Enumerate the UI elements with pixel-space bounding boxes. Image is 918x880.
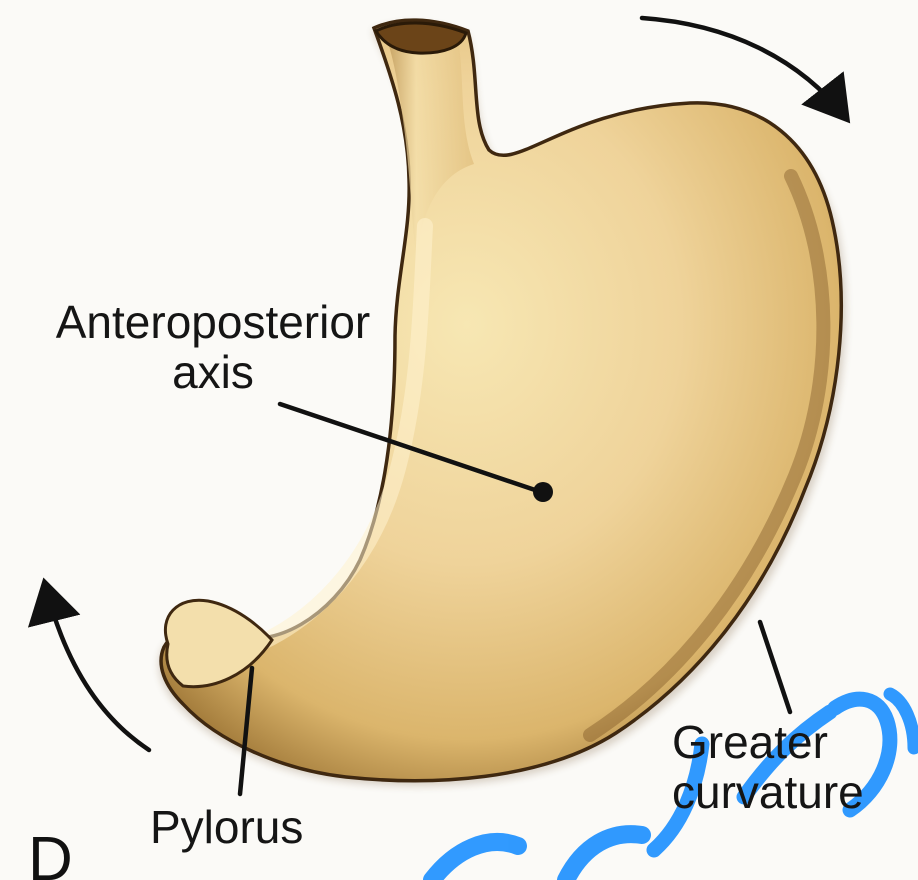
greater-curvature-label-line2: curvature xyxy=(672,768,917,818)
anteroposterior-axis-label: Anteroposterior axis xyxy=(8,298,418,397)
pylorus-label: Pylorus xyxy=(150,803,303,853)
counterclockwise-arrow-icon xyxy=(45,584,149,750)
greater-curvature-label: Greater curvature xyxy=(672,718,917,817)
stomach-illustration xyxy=(159,20,846,786)
greater-curvature-leader xyxy=(760,622,790,712)
panel-letter: D xyxy=(28,829,73,880)
anteroposterior-axis-point xyxy=(533,482,553,502)
anteroposterior-label-line1: Anteroposterior xyxy=(8,298,418,348)
anteroposterior-label-line2: axis xyxy=(8,348,418,398)
stomach-body xyxy=(161,20,841,781)
greater-curvature-label-line1: Greater xyxy=(672,718,917,768)
